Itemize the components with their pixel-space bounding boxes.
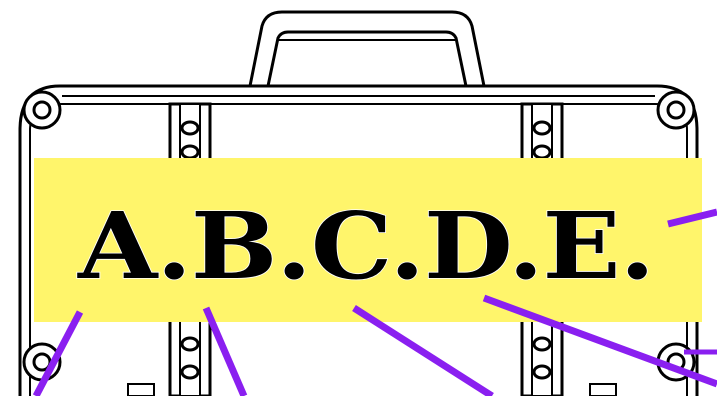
- suitcase-handle: [250, 12, 484, 86]
- banner-text: A.B.C.D.E.: [77, 192, 654, 300]
